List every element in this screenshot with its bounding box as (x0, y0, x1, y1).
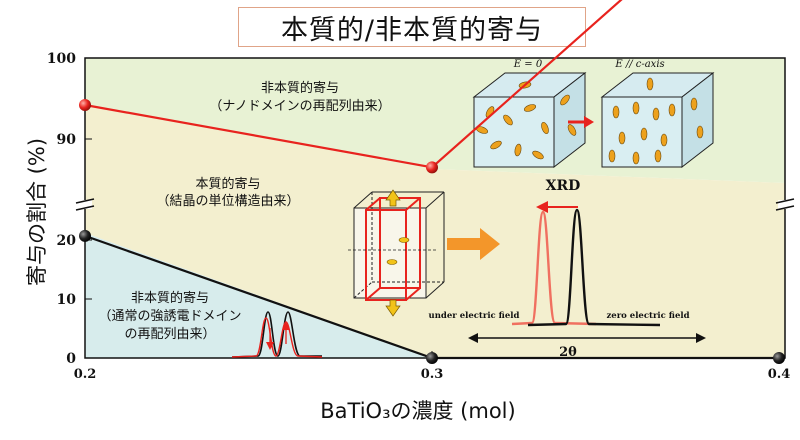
label-e-caxis: E // c-axis (614, 59, 664, 70)
region-intrinsic-label-2: （結晶の単位構造由来） (156, 193, 299, 209)
region-nano-label-1: 非本質的寄与 (261, 80, 339, 96)
label-under-field: under electric field (429, 311, 520, 321)
axis-break-right (775, 198, 795, 211)
y-axis: 100 90 20 10 0 (47, 51, 92, 367)
domain-peak-inset (231, 311, 323, 358)
chart-title: 本質的/非本質的寄与 (238, 7, 586, 47)
label-two-theta: 2θ (559, 345, 577, 360)
axis-break-left (75, 198, 95, 211)
y-tick-label-20: 20 (57, 233, 77, 249)
arrow-orange (447, 228, 500, 260)
y-tick-label-10: 10 (57, 292, 77, 308)
x-axis: 0.2 0.3 0.4 (74, 351, 791, 382)
label-xrd: XRD (546, 178, 581, 194)
y-tick-label-0: 0 (66, 351, 76, 367)
series-1-point-2 (773, 352, 785, 364)
region-domain-label-1: 非本質的寄与 (131, 290, 209, 306)
series-1-point-0 (79, 229, 91, 242)
series-1-point-1 (426, 352, 438, 364)
x-tick-label-0.3: 0.3 (421, 367, 444, 382)
region-intrinsic-label-1: 本質的寄与 (195, 176, 260, 192)
y-tick-label-100: 100 (47, 51, 76, 67)
x-tick-label-0.4: 0.4 (768, 367, 791, 382)
region-intrinsic (85, 105, 785, 358)
region-domain-label-3: の再配列由来） (124, 327, 215, 342)
unit-cell-strain (348, 189, 445, 317)
region-nano-label-2: （ナノドメインの再配列由来） (209, 99, 390, 114)
xrd-inset: XRD under electric field zero electric f… (429, 178, 706, 360)
x-axis-label: BaTiO₃の濃度 (mol) (320, 399, 515, 423)
nano-domain-cube-caxis: E // c-axis (600, 59, 715, 169)
label-e-zero: E = 0 (513, 59, 543, 70)
region-domain-label-2: （通常の強誘電ドメイン (98, 309, 241, 324)
y-tick-label-90: 90 (57, 132, 77, 148)
series-0-point-1 (426, 161, 438, 174)
label-zero-field: zero electric field (606, 311, 689, 321)
y-axis-label: 寄与の割合 (%) (25, 138, 49, 286)
x-tick-label-0.2: 0.2 (74, 367, 97, 382)
arrow-e-field (568, 116, 594, 128)
series-0-point-0 (79, 98, 91, 111)
series-layer (79, 0, 785, 364)
